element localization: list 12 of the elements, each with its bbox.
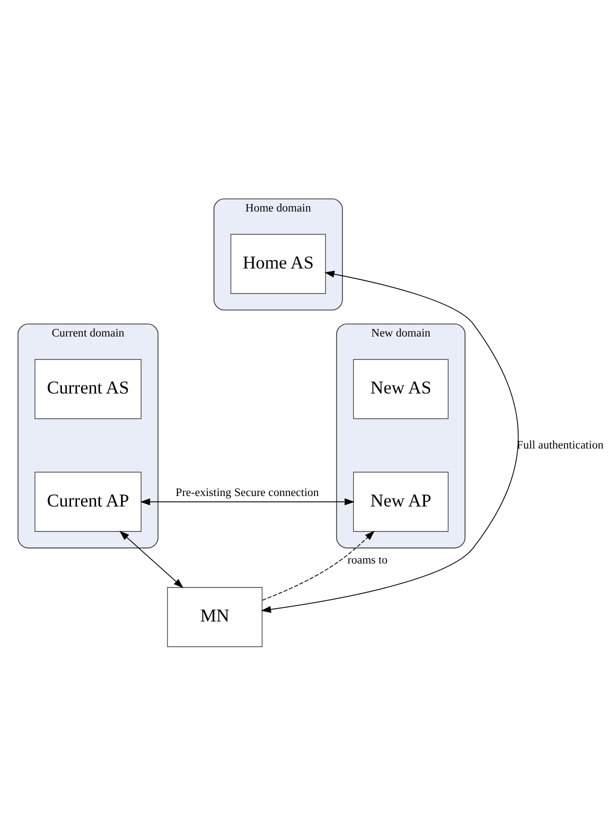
arrow: [261, 270, 519, 612]
arrow: [140, 498, 355, 505]
node-box: Home AS: [230, 233, 326, 294]
node-box: Current AS: [34, 358, 142, 419]
node-box: Current AP: [34, 471, 142, 532]
node-box: New AP: [353, 471, 449, 532]
edge-label: Pre-existing Secure connection: [176, 486, 319, 499]
node-box: New AS: [353, 358, 449, 419]
node-box: MN: [167, 586, 263, 647]
arrow: [119, 530, 184, 588]
edge-label: roams to: [348, 554, 388, 566]
arrow: [262, 530, 375, 600]
